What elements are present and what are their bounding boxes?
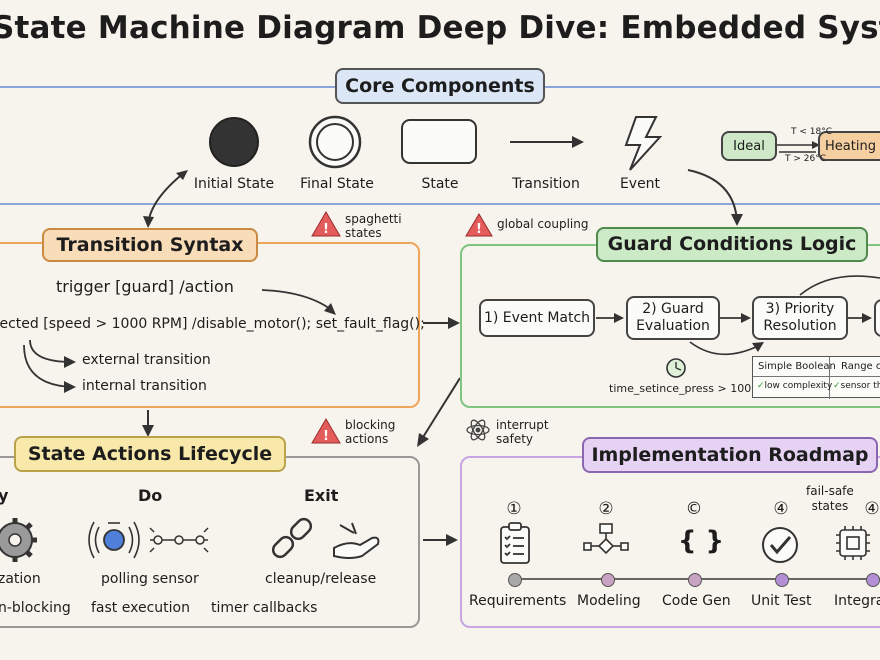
table-head-simple: Simple Boolean (758, 361, 836, 372)
roadmap-dot (866, 573, 880, 587)
gear-icon (0, 518, 37, 562)
exit-column-head: Exit (304, 486, 339, 505)
blocking-actions-label: blocking actions (345, 418, 396, 446)
transition-syntax-heading: Transition Syntax (42, 228, 258, 262)
interrupt-safety-label: interrupt safety (496, 418, 549, 446)
next-step-node (874, 299, 880, 337)
chip-icon (836, 526, 870, 560)
initial-state-label: Initial State (193, 176, 275, 192)
spaghetti-warning-label: spaghetti states (345, 212, 402, 240)
timer-guard-label: time_setince_press > 100ms (609, 382, 768, 395)
heating-state: Heating (818, 131, 880, 161)
roadmap-step-label: Modeling (577, 593, 641, 609)
state-actions-heading: State Actions Lifecycle (14, 436, 286, 472)
table-head-range: Range c (841, 361, 880, 372)
final-state-label: Final State (300, 176, 374, 192)
checklist-icon (500, 522, 530, 564)
do-action-note: fast execution (91, 600, 190, 616)
check-circle-icon (762, 527, 798, 563)
state-label: State (421, 176, 459, 192)
event-match-step: 1) Event Match (479, 299, 595, 337)
warning-icon: ! (311, 418, 341, 444)
upper-guard-label: T < 18°C (791, 127, 832, 137)
fail-safe-note: fail-safe states (806, 484, 854, 513)
state-icon (401, 119, 477, 164)
guard-evaluation-step: 2) Guard Evaluation (626, 296, 720, 340)
entry-action-note: n-blocking (0, 600, 71, 616)
event-icon (624, 116, 663, 171)
roadmap-dot (601, 573, 615, 587)
roadmap-step-number: ④ (773, 499, 789, 519)
flowchart-icon (583, 523, 629, 555)
do-action-label: polling sensor (101, 571, 199, 587)
internal-transition-label: internal transition (82, 378, 207, 394)
atom-icon (466, 419, 490, 441)
roadmap-step-label: Requirements (469, 593, 567, 609)
guard-comparison-table: Simple Boolean Range c ✓low complexity ✓… (752, 356, 880, 399)
page-title: State Machine Diagram Deep Dive: Embedde… (0, 10, 880, 46)
svg-text:!: ! (323, 222, 329, 237)
entry-action-label: zation (0, 571, 41, 587)
roadmap-step-number: ④ (864, 499, 880, 519)
ideal-state: Ideal (721, 131, 777, 161)
entry-column-head: y (0, 486, 9, 505)
priority-resolution-step: 3) Priority Resolution (752, 296, 848, 340)
warning-icon: ! (465, 213, 493, 237)
roadmap-dot (775, 573, 789, 587)
roadmap-dot (688, 573, 702, 587)
lower-guard-label: T > 26°C (785, 154, 826, 164)
exit-action-label: cleanup/release (265, 571, 377, 587)
guard-conditions-heading: Guard Conditions Logic (596, 227, 868, 262)
transition-label: Transition (512, 176, 580, 192)
clock-icon (666, 358, 686, 378)
chain-icon (271, 517, 313, 559)
roadmap-step-label: Integra (834, 593, 880, 609)
syntax-example: tected [speed > 1000 RPM] /disable_motor… (0, 316, 425, 332)
roadmap-dot (508, 573, 522, 587)
code-braces-icon: { } (678, 526, 725, 556)
roadmap-step-number: ① (506, 499, 522, 519)
exit-action-note: timer callbacks (211, 600, 318, 616)
roadmap-step-number: ② (598, 499, 614, 519)
initial-state-icon (209, 117, 259, 167)
table-value-range: ✓sensor th (833, 381, 880, 391)
table-value-simple: ✓low complexity (757, 381, 833, 391)
syntax-formula: trigger [guard] /action (56, 277, 234, 296)
event-label: Event (619, 176, 661, 192)
svg-text:!: ! (476, 222, 482, 237)
separator-line (0, 203, 880, 205)
release-hand-icon (333, 522, 380, 559)
roadmap-step-number: © (685, 499, 703, 519)
sensor-icon (88, 521, 140, 559)
external-transition-label: external transition (82, 352, 211, 368)
polling-icon (149, 527, 209, 553)
global-coupling-label: global coupling (497, 217, 589, 231)
svg-text:!: ! (323, 429, 329, 444)
do-column-head: Do (138, 486, 163, 505)
roadmap-step-label: Code Gen (662, 593, 731, 609)
roadmap-step-label: Unit Test (751, 593, 812, 609)
roadmap-heading: Implementation Roadmap (582, 437, 878, 473)
core-components-heading: Core Components (335, 68, 545, 104)
warning-icon: ! (311, 211, 341, 237)
